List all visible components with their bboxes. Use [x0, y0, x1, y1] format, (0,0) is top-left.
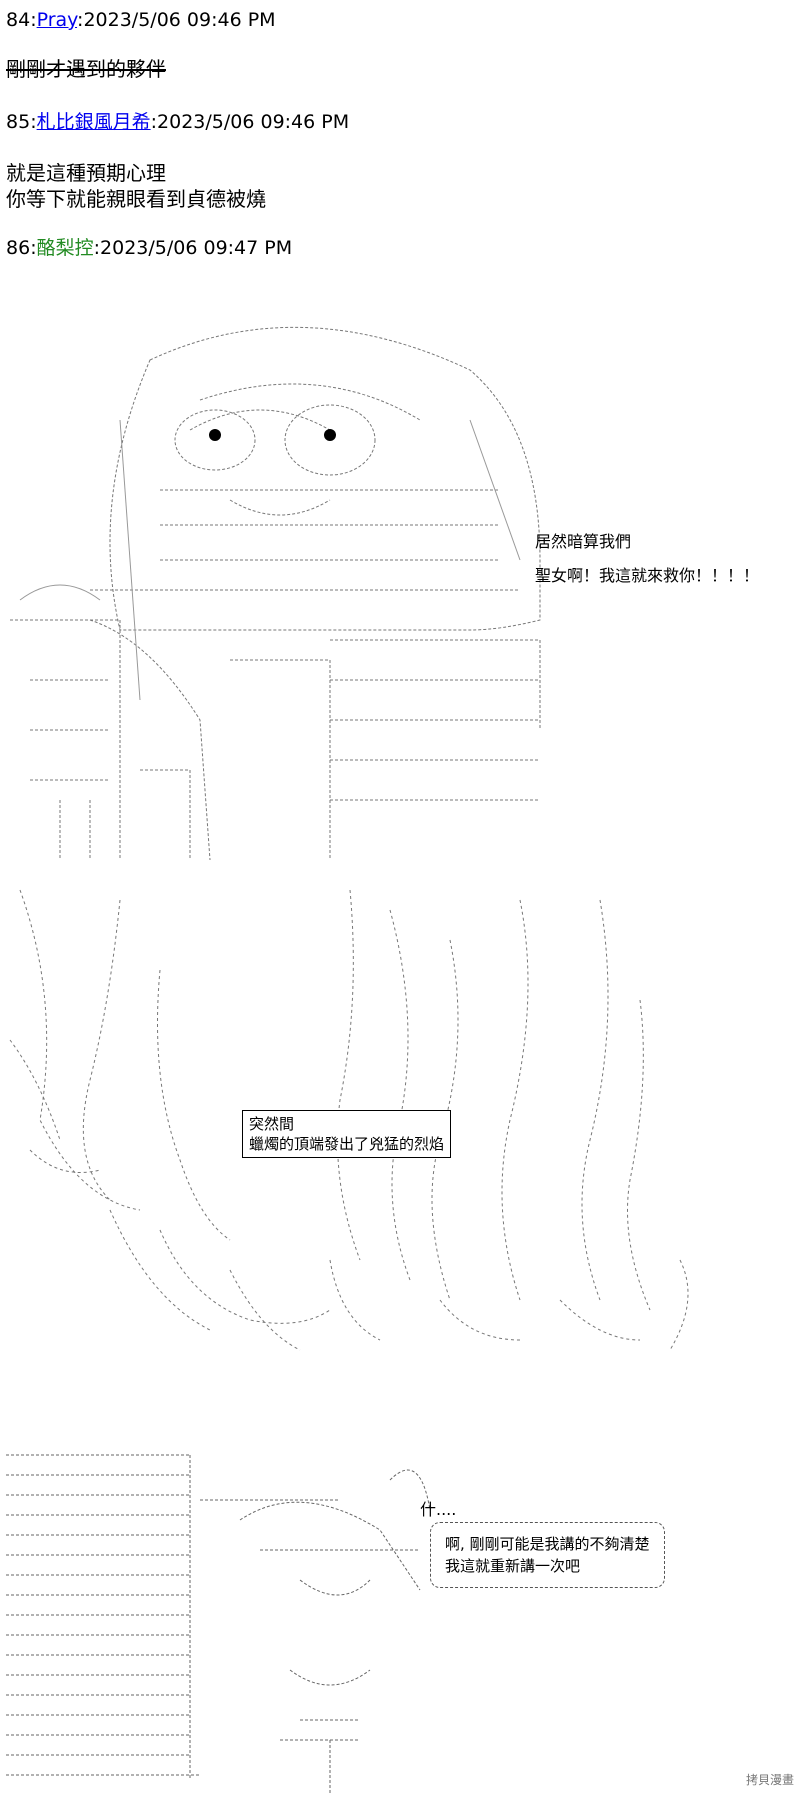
post-timestamp: 2023/5/06 09:47 PM: [100, 237, 293, 259]
speech-line-2: 聖女啊！我這就來救你！！！！: [535, 566, 760, 585]
poster-name: 酪梨控: [36, 237, 94, 259]
narration-line-1: 突然間: [249, 1115, 295, 1133]
ascii-art-panel-2: 突然間蠟燭的頂端發出了兇猛的烈焰: [0, 880, 800, 1390]
post-timestamp: 2023/5/06 09:46 PM: [157, 111, 350, 133]
narration-box: 突然間蠟燭的頂端發出了兇猛的烈焰: [242, 1110, 452, 1158]
post-85-header: 85:札比銀風月希:2023/5/06 09:46 PM: [6, 111, 350, 133]
bubble-line-1: 啊, 剛剛可能是我講的不夠清楚: [445, 1535, 650, 1553]
poster-name-link[interactable]: 札比銀風月希: [36, 111, 151, 133]
watermark: 拷貝漫畫: [745, 1773, 794, 1787]
poster-name-link[interactable]: Pray: [36, 9, 78, 31]
post-84-header: 84:Pray:2023/5/06 09:46 PM: [6, 9, 276, 31]
post-85-body-line-2: 你等下就能親眼看到貞德被燒: [6, 187, 266, 211]
ascii-art-drawing-3: [6, 1454, 431, 1794]
speech-bubble: 啊, 剛剛可能是我講的不夠清楚我這就重新講一次吧: [430, 1522, 665, 1588]
speech-line-1: 居然暗算我們: [535, 532, 632, 551]
ascii-art-drawing-1: [10, 326, 541, 860]
exclamation-text: 什....: [420, 1500, 457, 1519]
post-86-header: 86:酪梨控:2023/5/06 09:47 PM: [6, 237, 293, 259]
narration-line-2: 蠟燭的頂端發出了兇猛的烈焰: [249, 1135, 445, 1153]
post-84-body: 剛剛才遇到的夥伴: [6, 57, 166, 81]
ascii-art-panel-1: 居然暗算我們 聖女啊！我這就來救你！！！！: [0, 300, 800, 860]
ascii-art-panel-3: 什.... 啊, 剛剛可能是我講的不夠清楚我這就重新講一次吧: [0, 1440, 800, 1794]
bubble-line-2: 我這就重新講一次吧: [445, 1557, 581, 1575]
post-85-body-line-1: 就是這種預期心理: [6, 161, 166, 185]
post-number: 84: [6, 9, 31, 31]
post-number: 86: [6, 237, 31, 259]
post-number: 85: [6, 111, 31, 133]
post-timestamp: 2023/5/06 09:46 PM: [83, 9, 276, 31]
